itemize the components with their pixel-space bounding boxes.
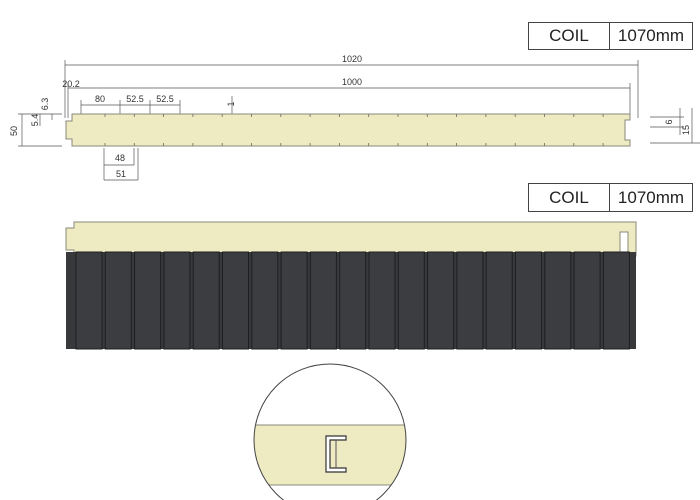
panel-rib (280, 251, 308, 350)
dim-panel-thickness: 50 (9, 126, 19, 136)
panel-rib (456, 251, 484, 350)
panel-rib (602, 251, 630, 350)
dim-groove-width: 51 (116, 169, 126, 179)
joint-detail-circle (253, 363, 407, 500)
coil-label: COIL (529, 23, 610, 49)
panel-rib (192, 251, 220, 350)
cross-section-view: 1020 1000 20.2 80 52.5 52.5 1 6.3 5.4 50… (9, 54, 700, 181)
dim-rib-spacing-2: 52.5 (126, 94, 144, 104)
panel-rib (309, 251, 337, 350)
panel-rib (397, 251, 425, 350)
panel-rib (544, 251, 572, 350)
dim-right-depth-1: 6 (664, 119, 674, 124)
panel-rib (427, 251, 455, 350)
panel-front-view (65, 221, 637, 350)
panel-rib (515, 251, 542, 350)
panel-rib (222, 251, 249, 350)
panel-rib (104, 251, 132, 350)
panel-rib (251, 251, 279, 350)
panel-rib (75, 251, 103, 350)
dim-joint-height-2: 5.4 (30, 114, 40, 127)
panel-rib (368, 251, 396, 350)
rib-marks (104, 114, 604, 146)
coil-spec-table-top: COIL 1070mm (528, 22, 693, 50)
dim-rib-spacing-3: 52.5 (156, 94, 174, 104)
dim-overall-width: 1020 (342, 54, 362, 64)
coil-value: 1070mm (617, 187, 685, 207)
dim-rib-depth: 1 (226, 101, 236, 106)
coil-spec-table-bottom: COIL 1070mm (528, 183, 693, 212)
panel-core-top-band (65, 221, 637, 257)
panel-ribs (75, 251, 630, 350)
dim-joint-height-1: 6.3 (40, 98, 50, 111)
dim-tongue-width: 48 (115, 153, 125, 163)
joint-connector (325, 435, 347, 473)
panel-rib (339, 251, 367, 350)
coil-label: COIL (529, 184, 610, 211)
dim-rib-spacing-1: 80 (95, 94, 105, 104)
dim-edge-offset: 20.2 (62, 79, 80, 89)
panel-rib (134, 251, 162, 350)
coil-value: 1070mm (617, 26, 685, 45)
panel-rib (163, 251, 191, 350)
dim-effective-width: 1000 (342, 77, 362, 87)
panel-core-section (65, 113, 631, 147)
dim-right-depth-2: 15 (681, 125, 691, 135)
panel-rib (573, 251, 601, 350)
panel-rib (485, 251, 513, 350)
